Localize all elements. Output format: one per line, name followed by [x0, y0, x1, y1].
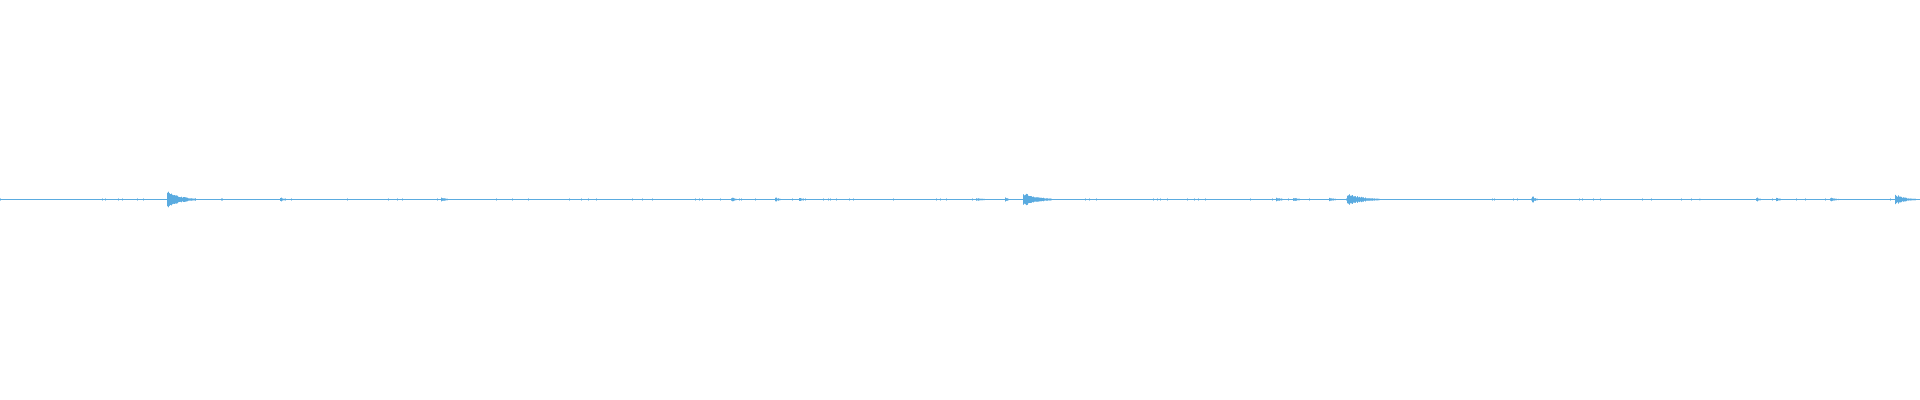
waveform-samples	[0, 191, 1920, 208]
